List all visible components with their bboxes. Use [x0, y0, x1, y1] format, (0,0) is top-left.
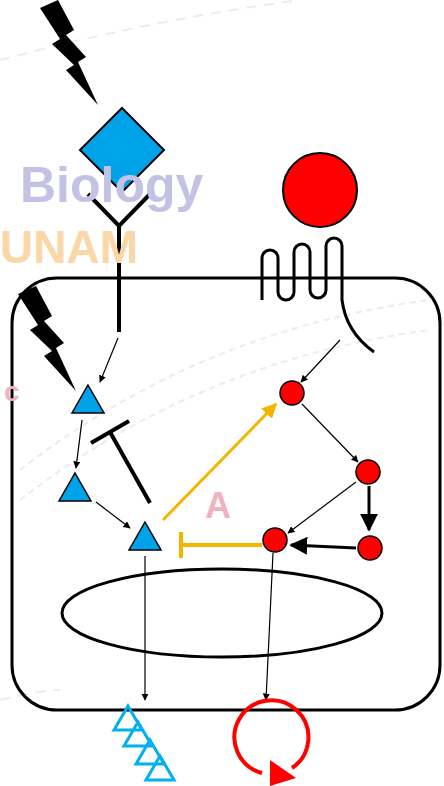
- watermark-text: UNAM: [0, 224, 138, 270]
- inhibition-bar: [91, 421, 150, 503]
- gpcr-symbol: [262, 238, 374, 352]
- watermark-text: c: [4, 378, 20, 406]
- response-triangles: [114, 706, 174, 780]
- lightning-bolt: [40, 0, 98, 105]
- messenger-circle: [263, 381, 382, 560]
- watermark-text: A: [205, 488, 231, 524]
- watermark-text: Biology: [20, 160, 203, 210]
- cell-membrane: [12, 278, 440, 710]
- kinase-triangle: [59, 385, 161, 550]
- lightning-bolt: [18, 286, 76, 391]
- ligand-circle: [283, 153, 357, 227]
- crosstalk-inhibition: [181, 532, 262, 558]
- nucleus: [62, 569, 382, 657]
- signal-arrow-strong: [291, 486, 369, 548]
- watermark-membrane: [0, 0, 430, 700]
- circular-arrow: [234, 700, 308, 786]
- signal-arrow: [76, 338, 358, 700]
